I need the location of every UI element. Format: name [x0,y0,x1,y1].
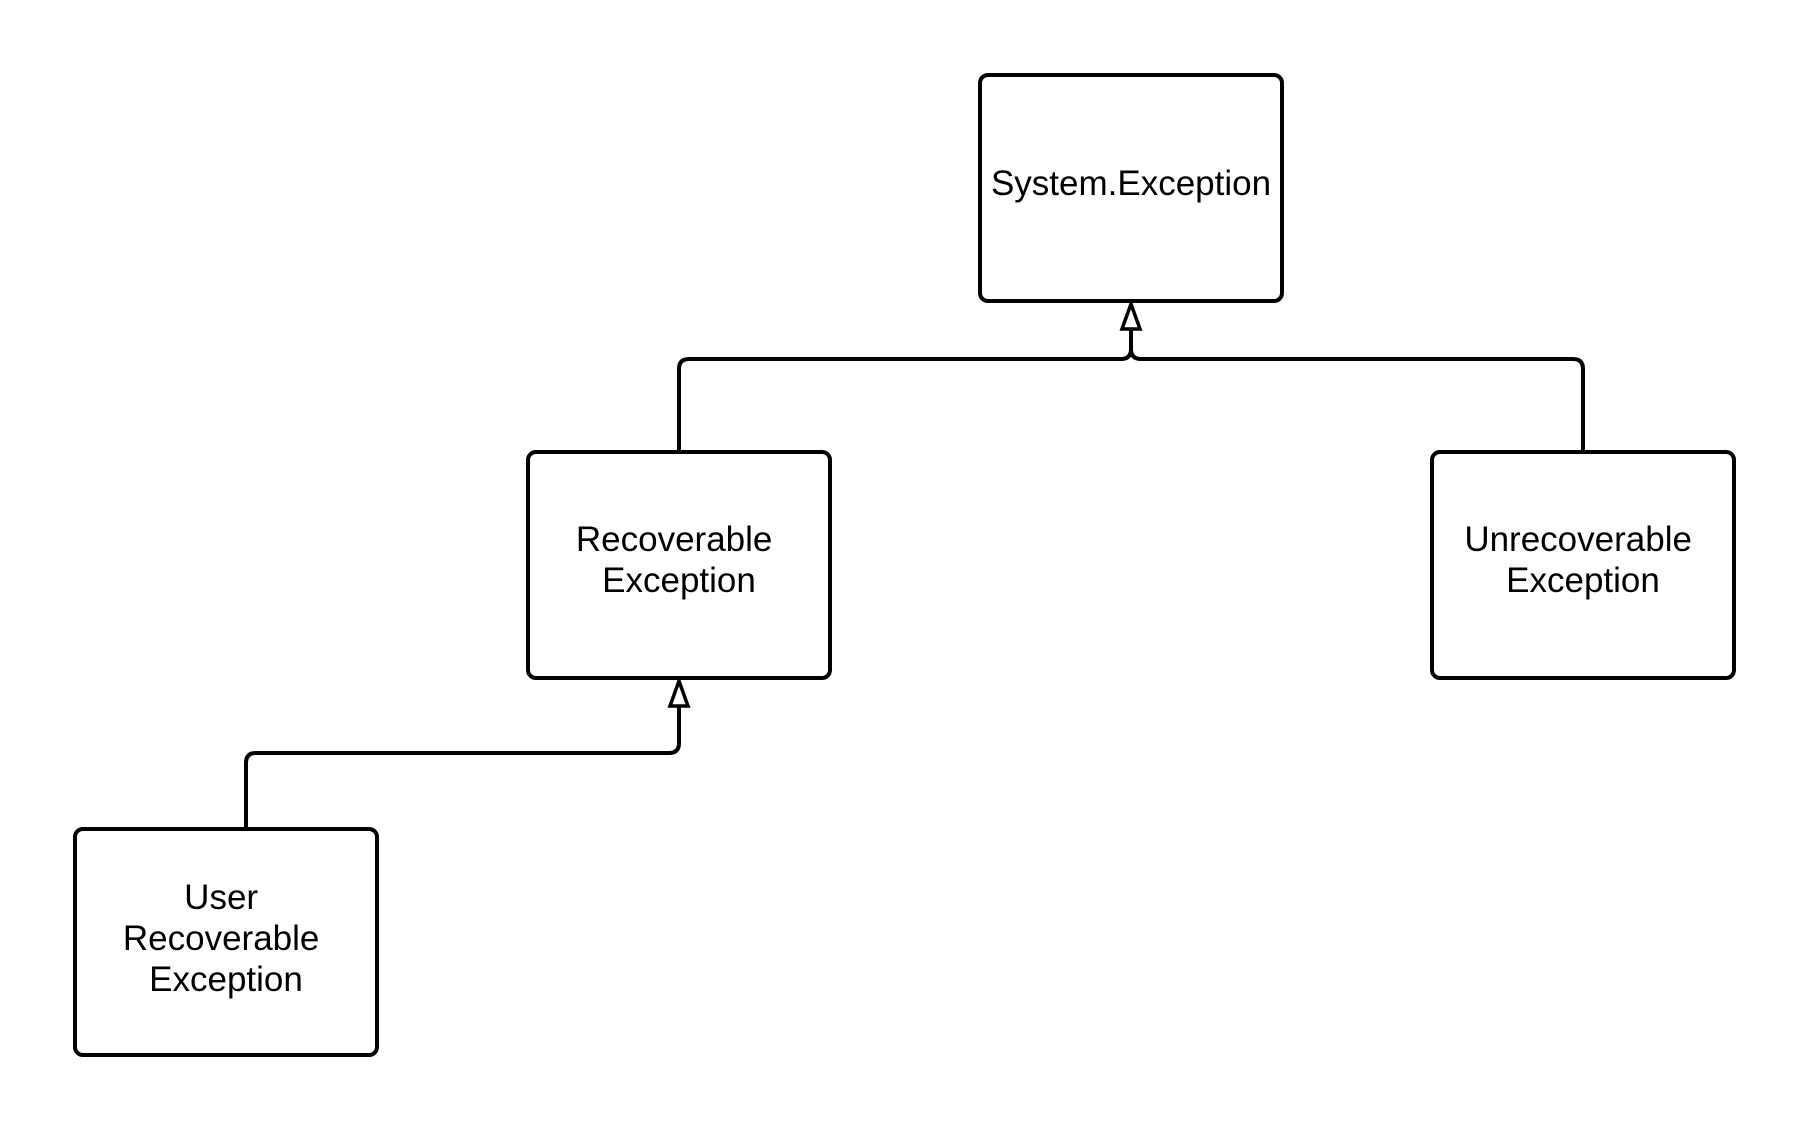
node-label-line: System.Exception [991,164,1271,203]
node-label-line: Exception [1506,561,1660,600]
connector-unrecoverable-to-system [1129,329,1585,452]
generalization-arrowhead-icon [1119,298,1143,331]
node-label-line: Exception [149,960,303,999]
svg-text:System.Exception: System.Exception [991,164,1271,203]
node-label-line: Recoverable [576,520,773,559]
node-recoverable-exception[interactable]: Recoverable Exception [526,450,832,680]
svg-text:Recoverable Exception: Recoverable Exception [576,520,782,600]
node-label-line: Exception [602,561,756,600]
node-label-line: Recoverable [123,919,320,958]
node-label-line: User [184,878,258,917]
connector-recoverable-to-system [677,329,1133,452]
svg-text:Unrecoverable Exceptio: Unrecoverable Exception [1464,520,1701,600]
generalization-arrowhead-icon [667,675,691,708]
connector-user-recoverable-to-recoverable [244,707,681,827]
node-unrecoverable-exception[interactable]: Unrecoverable Exception [1430,450,1736,680]
svg-text:User Recoverable: User Recoverable Exception [123,878,329,999]
node-system-exception[interactable]: System.Exception [978,73,1284,303]
node-user-recoverable-exception[interactable]: User Recoverable Exception [73,827,379,1057]
node-label-line: Unrecoverable [1464,520,1692,559]
